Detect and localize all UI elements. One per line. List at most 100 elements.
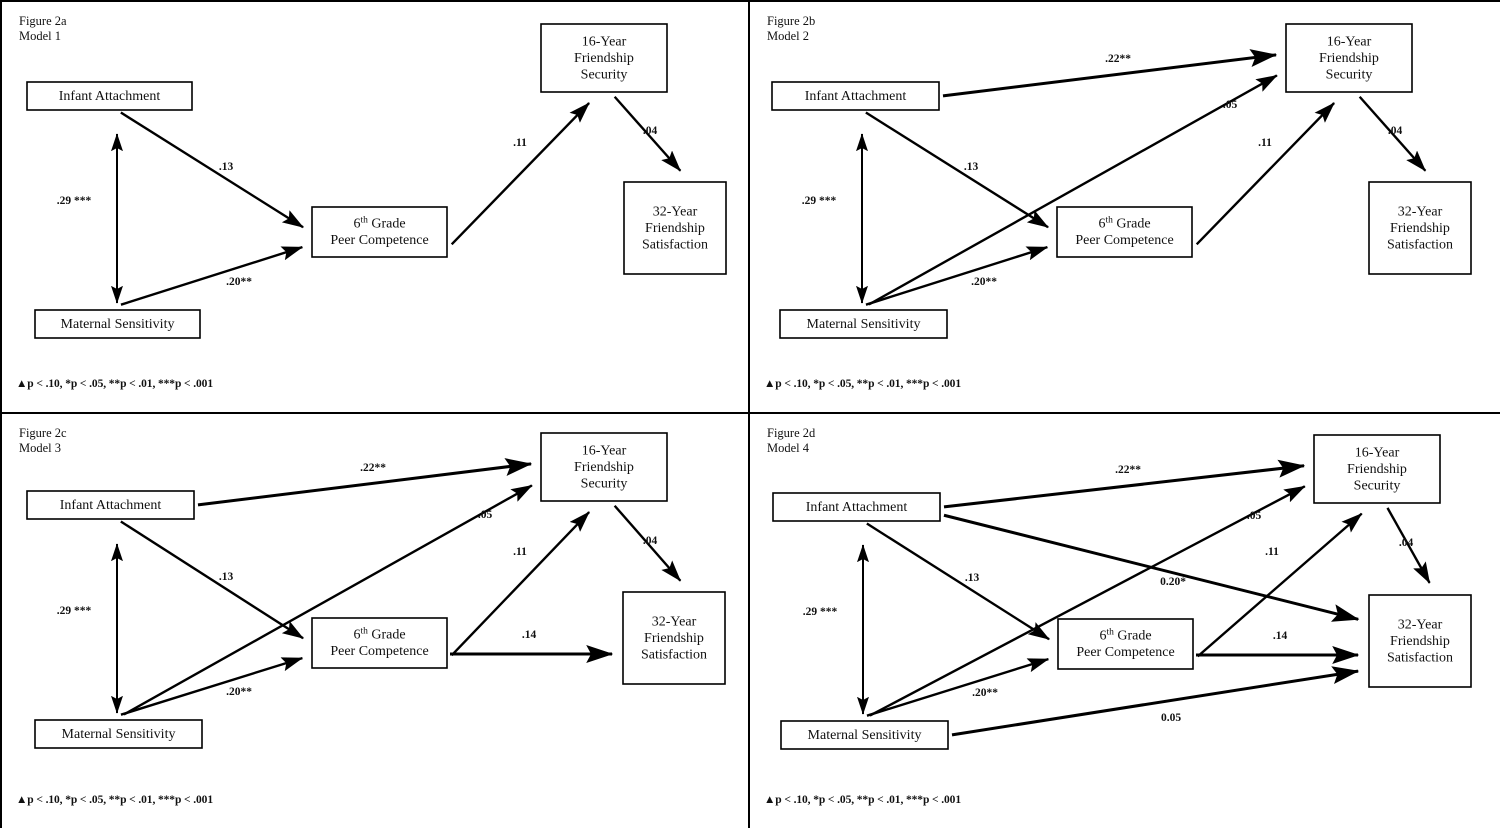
path-arrow-maternal-to-fs16: .05 <box>868 74 1278 306</box>
panel-caption-2b: Figure 2b Model 2 <box>767 14 816 44</box>
node-label-line: Friendship <box>574 460 634 475</box>
node-label-line: Friendship <box>645 221 705 236</box>
node-box-maternal: Maternal Sensitivity <box>34 309 201 339</box>
path-coefficient-label: 0.20* <box>1160 576 1186 588</box>
path-arrow-peer-to-fs32: .14 <box>450 629 614 663</box>
arrow-line <box>120 245 304 306</box>
panel-caption-2a: Figure 2a Model 1 <box>19 14 67 44</box>
path-coefficient-label: .20** <box>226 686 252 698</box>
arrow-line <box>613 504 682 582</box>
path-arrow-maternal-to-peer: .20** <box>120 656 304 716</box>
path-coefficient-label: .05 <box>1247 510 1262 522</box>
node-label-line: Infant Attachment <box>806 500 908 515</box>
path-arrow-peer-to-fs16: .11 <box>450 511 591 657</box>
path-arrow-infant-to-fs16: .22** <box>943 459 1306 509</box>
node-label-line: 32-Year <box>1398 617 1443 632</box>
path-arrow-maternal-to-fs16: .05 <box>123 484 533 716</box>
path-arrow-peer-to-fs16: .11 <box>450 102 590 246</box>
arrow-line <box>866 522 1050 641</box>
edges-group: .29 ***.13.20**.11.04 <box>57 95 682 306</box>
path-arrow-maternal-to-peer: .20** <box>865 245 1049 306</box>
path-arrow-peer-to-fs16: .11 <box>1195 102 1335 246</box>
significance-footnote-2c: ▲p < .10, *p < .05, **p < .01, ***p < .0… <box>16 794 213 806</box>
arrow-line <box>865 245 1049 306</box>
node-label-line: 6th Grade <box>353 627 405 643</box>
arrow-line <box>865 111 1049 229</box>
node-label-line: Maternal Sensitivity <box>807 317 921 332</box>
node-label-line: Security <box>581 67 628 82</box>
path-coefficient-label: .14 <box>522 629 537 641</box>
path-coefficient-label: .05 <box>1223 99 1238 111</box>
node-label-line: Friendship <box>1390 634 1450 649</box>
path-coefficient-label: .22** <box>1105 53 1131 65</box>
node-label-line: 6th Grade <box>353 216 405 232</box>
node-label-line: 6th Grade <box>1098 216 1150 232</box>
path-arrow-maternal-to-infant: .29 *** <box>57 133 123 304</box>
node-label-line: Friendship <box>1319 51 1379 66</box>
arrow-line <box>869 485 1306 717</box>
node-label-line: Satisfaction <box>1387 237 1453 252</box>
node-box-infant: Infant Attachment <box>771 81 940 111</box>
path-arrow-maternal-to-peer: .20** <box>866 657 1050 717</box>
arrow-line <box>123 484 533 716</box>
node-label-line: Maternal Sensitivity <box>62 727 176 742</box>
node-label-line: Maternal Sensitivity <box>808 728 922 743</box>
path-coefficient-label: .29 *** <box>57 605 92 617</box>
panel-caption-2c: Figure 2c Model 3 <box>19 426 67 456</box>
path-arrow-fs16-to-fs32: .04 <box>1358 95 1427 172</box>
node-label-line: Friendship <box>574 51 634 66</box>
path-coefficient-label: .04 <box>643 535 658 547</box>
node-box-infant: Infant Attachment <box>772 492 941 522</box>
node-label-line: Peer Competence <box>1076 645 1174 660</box>
path-arrow-fs16-to-fs32: .04 <box>613 504 682 582</box>
node-label-line: Friendship <box>1390 221 1450 236</box>
node-label-line: Maternal Sensitivity <box>61 317 175 332</box>
path-coefficient-label: .11 <box>1258 137 1272 149</box>
significance-footnote-2a: ▲p < .10, *p < .05, **p < .01, ***p < .0… <box>16 378 213 390</box>
node-label-line: 32-Year <box>653 204 698 219</box>
significance-footnote-2b: ▲p < .10, *p < .05, **p < .01, ***p < .0… <box>764 378 961 390</box>
node-label-line: 16-Year <box>582 34 627 49</box>
path-coefficient-label: .04 <box>643 125 658 137</box>
path-arrow-infant-to-peer: .13 <box>120 520 304 640</box>
path-arrow-fs16-to-fs32: .04 <box>613 95 682 172</box>
path-coefficient-label: .13 <box>219 571 234 583</box>
node-label-line: Security <box>1326 67 1373 82</box>
path-coefficient-label: 0.05 <box>1161 712 1181 724</box>
node-label-line: Infant Attachment <box>59 89 161 104</box>
node-label-line: 6th Grade <box>1099 628 1151 644</box>
path-coefficient-label: .29 *** <box>803 606 838 618</box>
path-arrow-maternal-to-infant: .29 *** <box>57 543 123 714</box>
path-coefficient-label: .20** <box>226 276 252 288</box>
path-arrow-infant-to-fs32: 0.20* <box>943 513 1360 622</box>
node-label-line: Security <box>1354 478 1401 493</box>
edges-group: .29 ***.13.20**.11.04.22**.05.14 <box>57 458 682 716</box>
path-coefficient-label: .13 <box>965 572 980 584</box>
path-coefficient-label: .11 <box>1265 546 1279 558</box>
edges-group: .29 ***.13.20**.11.04.22**.05 <box>802 49 1427 306</box>
path-coefficient-label: .29 *** <box>57 195 92 207</box>
node-label-line: Friendship <box>644 631 704 646</box>
